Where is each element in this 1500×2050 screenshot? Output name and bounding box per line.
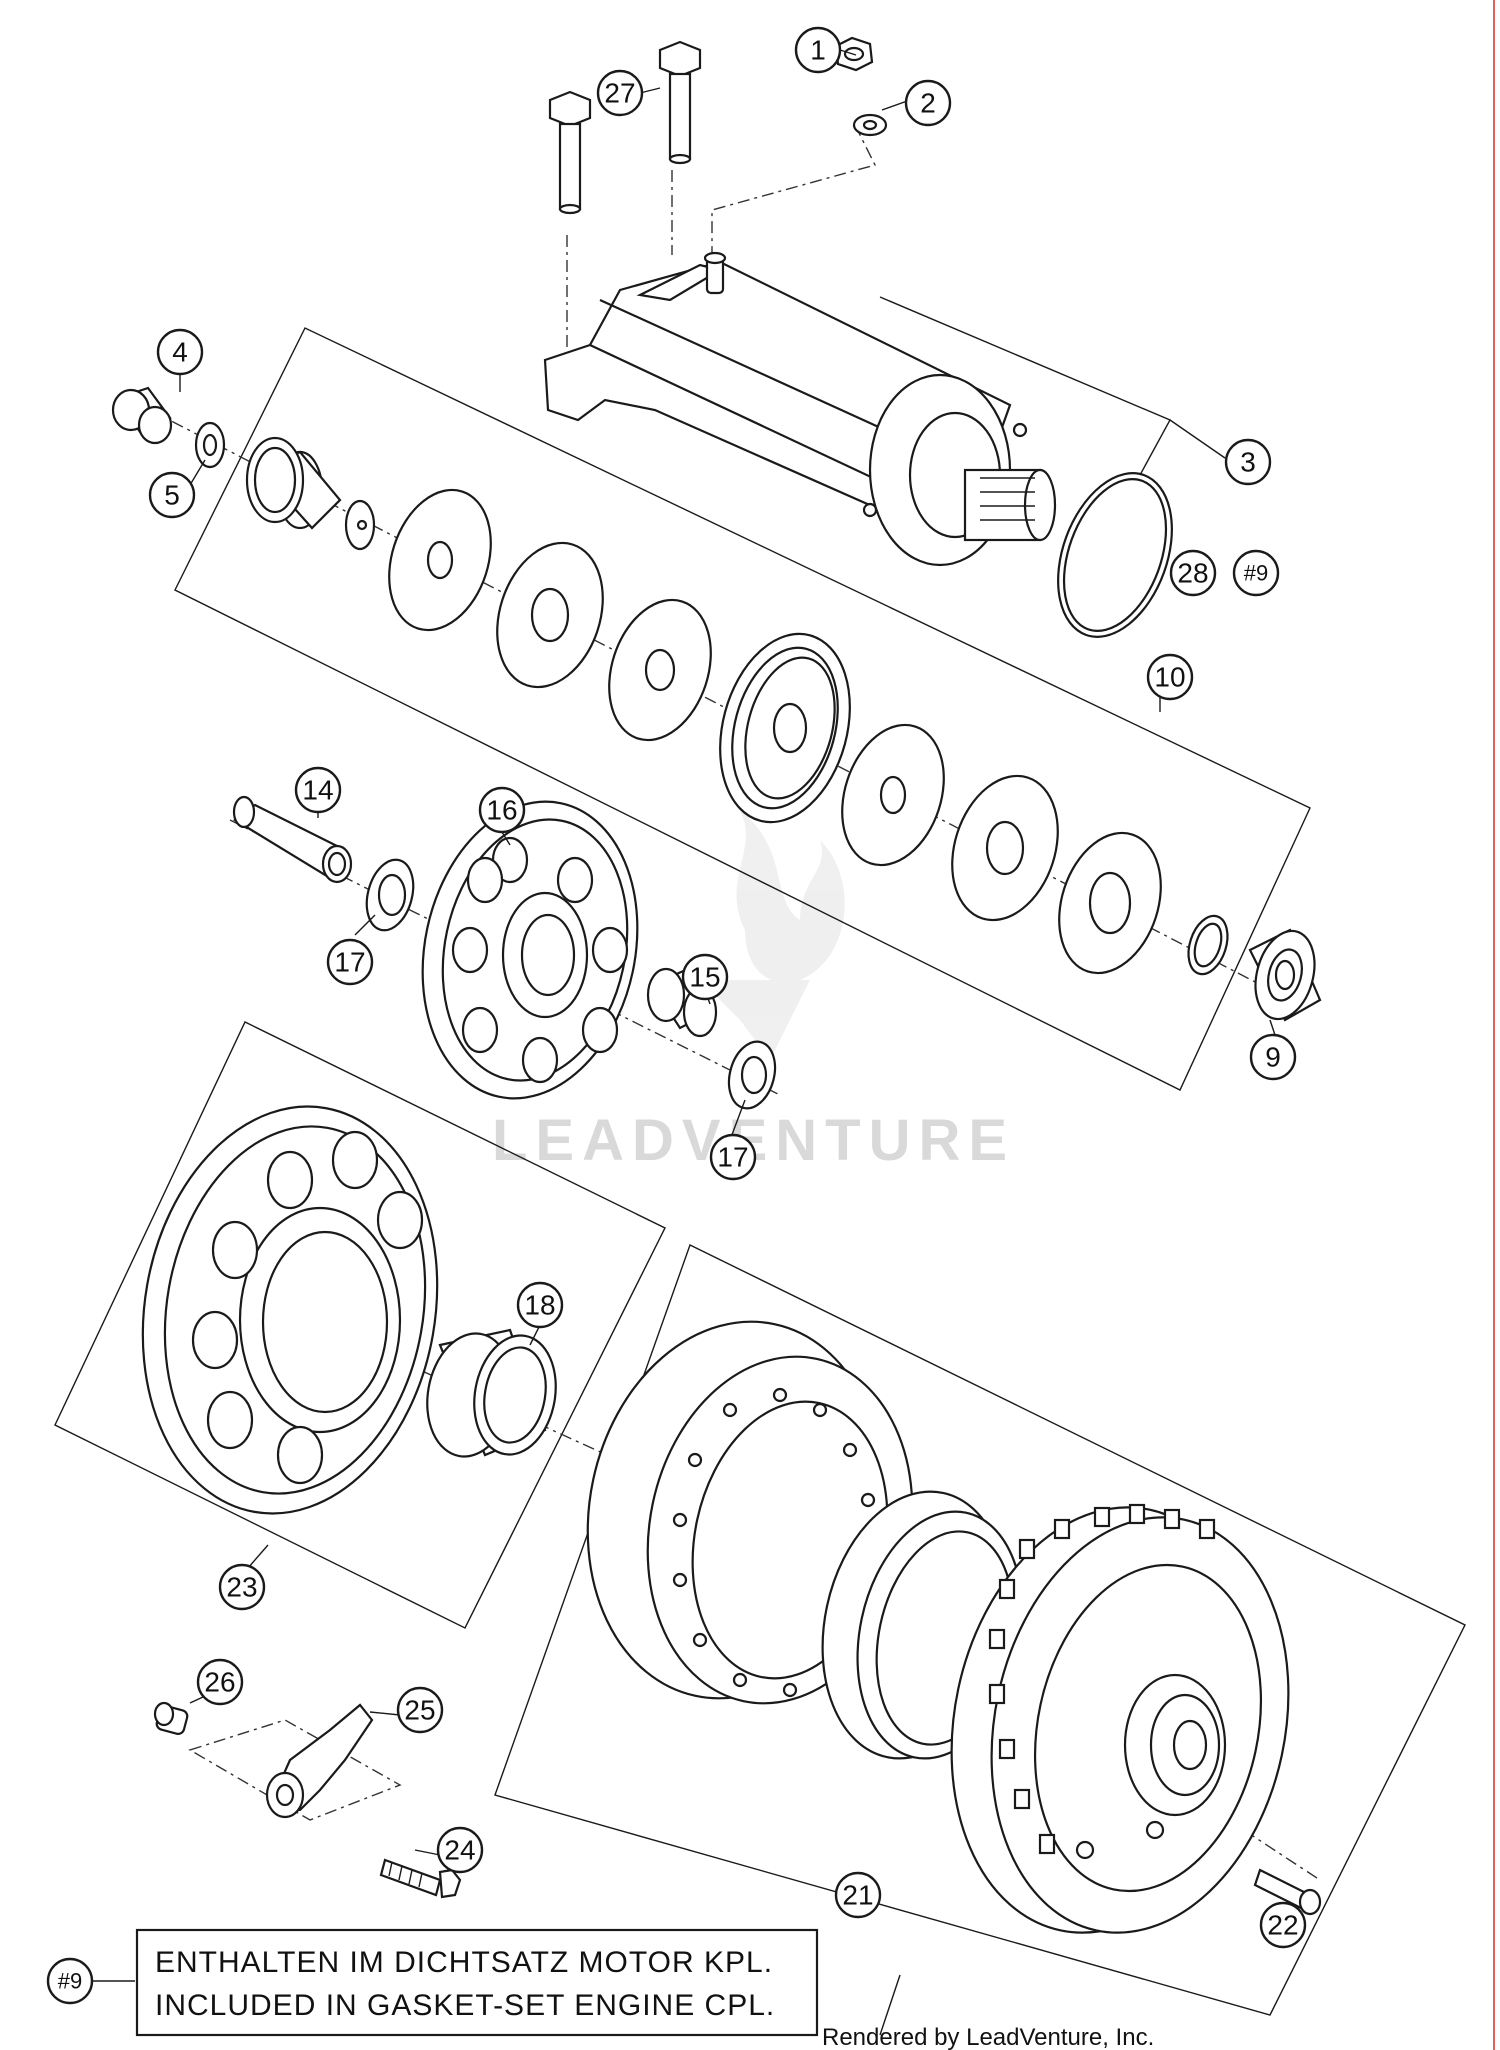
svg-text:4: 4 <box>172 337 188 368</box>
starter-motor <box>543 251 1057 567</box>
svg-text:#9: #9 <box>58 1969 82 1994</box>
svg-text:5: 5 <box>164 480 180 511</box>
svg-text:17: 17 <box>717 1142 748 1173</box>
bolt-long-right <box>658 40 702 165</box>
svg-text:17: 17 <box>334 947 365 978</box>
svg-text:23: 23 <box>226 1572 257 1603</box>
circlip <box>1187 914 1229 976</box>
svg-text:22: 22 <box>1267 1910 1298 1941</box>
callout-5[interactable]: 5 <box>148 471 196 519</box>
callout-10[interactable]: 10 <box>1146 653 1194 701</box>
flywheel-rotor <box>950 1503 1290 1934</box>
bushing-26 <box>153 1701 189 1735</box>
thrust-washer-17a <box>365 858 415 932</box>
starter-pinion-gear <box>245 436 376 551</box>
svg-text:14: 14 <box>302 775 333 806</box>
washer-large-3 <box>841 723 945 867</box>
callout-28[interactable]: 28 <box>1169 549 1217 597</box>
group-box-idler <box>174 327 1311 1091</box>
lock-washer-2 <box>951 774 1059 922</box>
svg-text:25: 25 <box>404 1695 435 1726</box>
washer-5 <box>194 421 226 469</box>
assembly-line-nut <box>711 124 877 255</box>
callout-17b[interactable]: 17 <box>709 1133 757 1181</box>
washer-small <box>852 113 888 137</box>
svg-text:16: 16 <box>486 795 517 826</box>
callout-24[interactable]: 24 <box>436 1826 484 1874</box>
callout-18[interactable]: 18 <box>516 1281 564 1329</box>
svg-text:#9: #9 <box>1244 561 1268 586</box>
thrust-washer-17b <box>727 1040 777 1110</box>
callout-15[interactable]: 15 <box>681 953 729 1001</box>
callout-23[interactable]: 23 <box>218 1563 266 1611</box>
callout-25[interactable]: 25 <box>396 1686 444 1734</box>
svg-text:28: 28 <box>1177 558 1208 589</box>
reduction-gear <box>421 800 639 1100</box>
watermark-logo <box>700 810 845 1060</box>
callout-9[interactable]: 9 <box>1249 1033 1297 1081</box>
group-box-freewheel <box>54 1021 666 1629</box>
callout-4[interactable]: 4 <box>156 328 204 376</box>
note-line-german: ENTHALTEN IM DICHTSATZ MOTOR KPL. <box>155 1946 773 1979</box>
svg-text:1: 1 <box>810 35 826 66</box>
callout-2[interactable]: 2 <box>904 79 952 127</box>
chain-tensioner-lever <box>265 1703 374 1819</box>
svg-text:18: 18 <box>524 1290 555 1321</box>
svg-text:10: 10 <box>1154 662 1185 693</box>
callout-22[interactable]: 22 <box>1259 1901 1307 1949</box>
callout-9-note[interactable]: #9 <box>1232 549 1280 597</box>
gasket-set-note: ENTHALTEN IM DICHTSATZ MOTOR KPL. INCLUD… <box>135 1928 819 2037</box>
svg-text:27: 27 <box>604 78 635 109</box>
callout-27[interactable]: 27 <box>596 69 644 117</box>
svg-text:3: 3 <box>1240 447 1256 478</box>
bolt-24 <box>379 1858 462 1899</box>
callout-14[interactable]: 14 <box>294 766 342 814</box>
bushing-small <box>111 386 173 445</box>
assembly-box-lever <box>188 1719 402 1821</box>
svg-text:15: 15 <box>689 962 720 993</box>
washer-large-4 <box>1058 831 1162 975</box>
freewheel-gear <box>141 1105 439 1515</box>
callout-17a[interactable]: 17 <box>326 938 374 986</box>
washer-large-2 <box>608 598 712 742</box>
callout-1[interactable]: 1 <box>794 26 842 74</box>
o-ring <box>1057 472 1173 638</box>
ball-bearing <box>1248 928 1322 1022</box>
callout-16[interactable]: 16 <box>478 786 526 834</box>
svg-text:2: 2 <box>920 88 936 119</box>
needle-bearing-18 <box>426 1328 557 1458</box>
lock-washer-1 <box>496 541 604 689</box>
svg-text:26: 26 <box>204 1667 235 1698</box>
bolt-22 <box>1253 1868 1322 1916</box>
callout-26[interactable]: 26 <box>196 1658 244 1706</box>
svg-text:24: 24 <box>444 1835 475 1866</box>
svg-text:21: 21 <box>842 1880 873 1911</box>
shaft-pin <box>232 795 353 884</box>
bolt-long-left <box>548 90 592 215</box>
note-line-english: INCLUDED IN GASKET-SET ENGINE CPL. <box>155 1989 775 2022</box>
svg-text:9: 9 <box>1265 1042 1281 1073</box>
washer-large-1 <box>388 488 492 632</box>
idler-gear <box>719 632 851 824</box>
callout-9-legend[interactable]: #9 <box>46 1957 94 2005</box>
callout-3[interactable]: 3 <box>1224 438 1272 486</box>
render-credit: Rendered by LeadVenture, Inc. <box>822 2024 1154 2050</box>
callout-21[interactable]: 21 <box>834 1871 882 1919</box>
